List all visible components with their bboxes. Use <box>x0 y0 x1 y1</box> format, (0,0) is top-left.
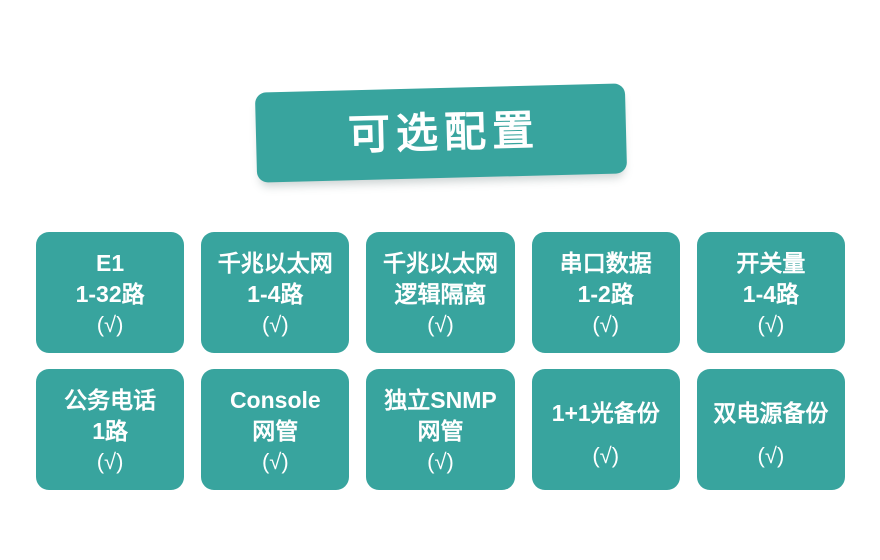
feature-card[interactable]: Console 网管 (√) <box>201 369 350 490</box>
feature-card-lines: 千兆以太网 1-4路 <box>218 248 333 310</box>
feature-card-lines: E1 1-32路 <box>76 248 145 310</box>
checkmark-label: (√) <box>261 448 289 474</box>
checkmark-label: (√) <box>592 311 620 337</box>
feature-card[interactable]: 串口数据 1-2路 (√) <box>531 232 680 353</box>
feature-card-lines: 串口数据 1-2路 <box>560 248 652 310</box>
feature-card-lines: 开关量 1-4路 <box>736 248 805 310</box>
feature-card-line: 1-2路 <box>577 280 634 307</box>
checkmark-label: (√) <box>757 443 785 468</box>
checkmark-label: (√) <box>261 311 289 337</box>
feature-card-line: 千兆以太网 <box>383 249 498 276</box>
feature-card-lines: 千兆以太网 逻辑隔离 <box>383 248 498 310</box>
feature-card-line: 公务电话 <box>64 386 157 413</box>
feature-card-line: 独立SNMP <box>384 386 497 413</box>
feature-card-line: 网管 <box>252 417 299 444</box>
checkmark-label: (√) <box>592 443 620 468</box>
feature-card-lines: 独立SNMP 网管 <box>384 385 496 447</box>
card-row: 公务电话 1路 (√) Console 网管 (√) 独立SNMP 网管 (√) <box>36 369 846 490</box>
feature-card-line: Console <box>229 386 321 413</box>
feature-card[interactable]: E1 1-32路 (√) <box>36 232 185 353</box>
feature-card-line: 1-4路 <box>247 280 304 307</box>
feature-card-line: 1-32路 <box>75 280 145 307</box>
feature-card[interactable]: 双电源备份 (√) <box>696 369 846 490</box>
feature-card-line: 1+1光备份 <box>551 400 660 426</box>
card-row: E1 1-32路 (√) 千兆以太网 1-4路 (√) 千兆以太网 逻辑隔离 (… <box>36 232 846 353</box>
banner-container: 可选配置 <box>254 83 628 183</box>
feature-card-line: 双电源备份 <box>713 400 829 426</box>
feature-card[interactable]: 独立SNMP 网管 (√) <box>366 369 515 490</box>
section-banner: 可选配置 <box>254 83 628 183</box>
feature-card[interactable]: 千兆以太网 1-4路 (√) <box>201 232 350 353</box>
feature-card-line: 1-4路 <box>742 280 800 307</box>
feature-card-line: 1路 <box>92 417 128 444</box>
feature-card-lines: Console 网管 <box>230 385 321 447</box>
feature-card[interactable]: 1+1光备份 (√) <box>531 369 680 490</box>
feature-card-line: 串口数据 <box>559 249 652 276</box>
checkmark-label: (√) <box>96 311 124 337</box>
feature-card-lines: 公务电话 1路 <box>64 385 156 447</box>
feature-card[interactable]: 公务电话 1路 (√) <box>36 369 185 490</box>
feature-card-lines: 1+1光备份 <box>552 388 660 429</box>
feature-card-line: 网管 <box>417 417 464 444</box>
checkmark-label: (√) <box>427 311 454 337</box>
feature-card-line: 开关量 <box>736 249 806 276</box>
feature-card[interactable]: 开关量 1-4路 (√) <box>696 232 846 353</box>
checkmark-label: (√) <box>96 448 124 474</box>
feature-card-line: 逻辑隔离 <box>394 280 487 307</box>
feature-card-grid: E1 1-32路 (√) 千兆以太网 1-4路 (√) 千兆以太网 逻辑隔离 (… <box>36 232 846 490</box>
feature-card-lines: 双电源备份 <box>713 388 828 429</box>
checkmark-label: (√) <box>757 311 785 337</box>
banner-title: 可选配置 <box>347 106 541 159</box>
feature-card-line: 千兆以太网 <box>217 249 333 276</box>
checkmark-label: (√) <box>427 448 454 474</box>
feature-card[interactable]: 千兆以太网 逻辑隔离 (√) <box>366 232 515 353</box>
feature-card-line: E1 <box>96 249 125 276</box>
